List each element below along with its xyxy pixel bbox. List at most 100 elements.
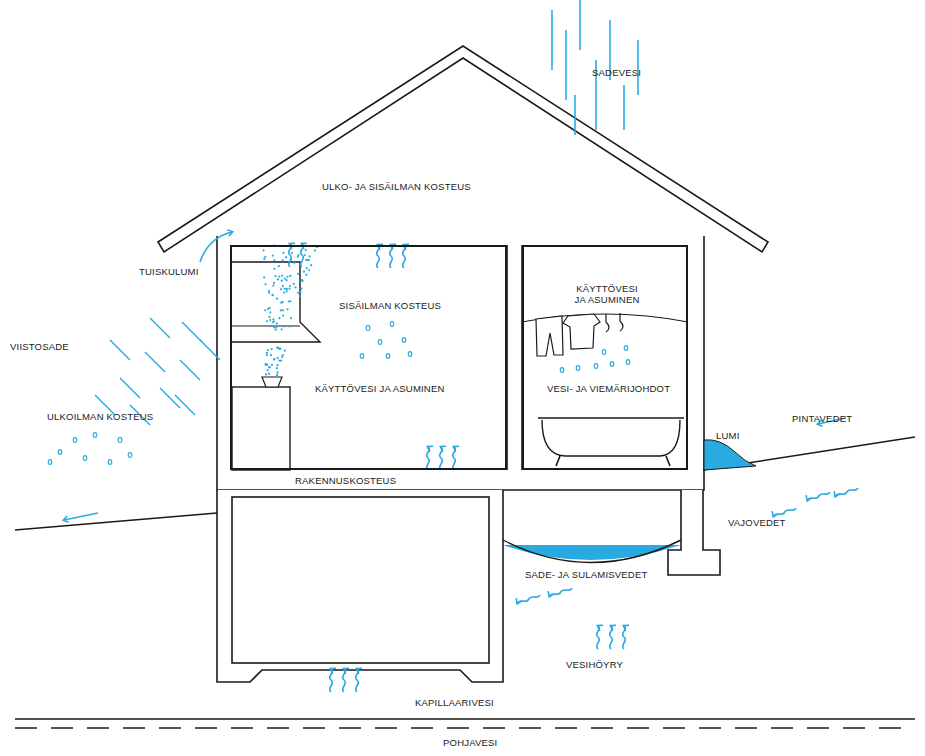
steam-dot — [267, 369, 269, 371]
snow-drift-arrow — [200, 232, 232, 262]
moisture-source-label: ULKO- JA SISÄILMAN KOSTEUS — [322, 181, 471, 192]
steam-dot — [305, 259, 307, 261]
room-label: VESI- JA VIEMÄRIJOHDOT — [547, 383, 682, 394]
steam-dot — [269, 366, 271, 368]
steam-dot — [275, 329, 277, 331]
house-walls — [217, 236, 704, 490]
room-label: SISÄILMAN KOSTEUS — [339, 300, 459, 311]
steam-dot — [266, 354, 268, 356]
driving-rain-stroke — [120, 378, 140, 398]
steam-dot — [303, 271, 305, 273]
rain-stroke — [565, 30, 567, 100]
ground-line — [15, 513, 217, 530]
steam-dot — [309, 255, 311, 257]
moisture-drop — [378, 340, 382, 345]
driving-rain-stroke — [180, 360, 200, 380]
driving-rain-stroke — [110, 340, 130, 360]
steam-dot — [275, 327, 277, 329]
steam-dot — [299, 291, 301, 293]
steam-dot — [305, 274, 307, 276]
steam-dot — [266, 320, 268, 322]
steam-dot — [264, 256, 266, 258]
steam-dot — [281, 328, 283, 330]
moisture-source-label: RAKENNUSKOSTEUS — [295, 475, 396, 486]
steam-dot — [297, 256, 299, 258]
steam-dot — [276, 298, 278, 300]
steam-dot — [282, 314, 284, 316]
driving-rain-stroke — [145, 352, 165, 372]
steam-dot — [282, 354, 284, 356]
steam-dot — [273, 326, 275, 328]
steam-dot — [272, 318, 274, 320]
steam-dot — [268, 373, 270, 375]
steam-dot — [284, 349, 286, 351]
steam-dot — [272, 285, 274, 287]
driving-rain-stroke — [200, 340, 220, 360]
steam-dot — [269, 319, 271, 321]
moisture-source-label: VESIHÖYRY — [566, 659, 623, 670]
moisture-source-label: LUMI — [716, 430, 740, 441]
steam-dot — [262, 249, 264, 251]
rain-stroke — [579, 0, 581, 50]
trousers — [536, 316, 563, 356]
steam-dot — [285, 279, 287, 281]
steam-dot — [308, 259, 310, 261]
steam-dot — [281, 356, 283, 358]
moisture-drop — [594, 364, 598, 369]
moisture-drop — [624, 346, 628, 351]
steam-dot — [301, 280, 303, 282]
steam-dot — [269, 311, 271, 313]
steam-dot — [273, 320, 275, 322]
steam-dot — [280, 302, 282, 304]
steam-dot — [282, 252, 284, 254]
steam-dot — [278, 317, 280, 319]
steam-dot — [289, 300, 291, 302]
basement — [217, 490, 503, 682]
steam-dot — [267, 349, 269, 351]
steam-dot — [268, 290, 270, 292]
steam-dot — [305, 249, 307, 251]
steam-dot — [308, 269, 310, 271]
moisture-drop — [93, 433, 97, 438]
driving-rain-stroke — [175, 395, 195, 415]
driving-rain-stroke — [182, 322, 202, 342]
steam-dot — [286, 288, 288, 290]
moisture-drop — [58, 450, 62, 455]
steam-dot — [281, 280, 283, 282]
moisture-source-label: SADE- JA SULAMISVEDET — [525, 569, 647, 580]
seepage-arrows — [517, 487, 858, 604]
pot — [262, 377, 282, 387]
steam-dot — [265, 363, 267, 365]
steam-dot — [277, 357, 279, 359]
steam-dot — [282, 285, 284, 287]
steam-dot — [263, 258, 265, 260]
steam-dot — [283, 291, 285, 293]
steam-dot — [304, 254, 306, 256]
moisture-source-label: KAPILLAARIVESI — [415, 697, 494, 708]
groundwater-line — [15, 718, 915, 719]
steam-dot — [272, 294, 274, 296]
steam-dot — [266, 352, 268, 354]
rain-stroke — [574, 95, 576, 135]
room-label: KÄYTTÖVESI JA ASUMINEN — [570, 283, 644, 306]
steam-dot — [297, 273, 299, 275]
steam-dot — [300, 288, 302, 290]
steam-dot — [284, 325, 286, 327]
socks — [606, 313, 623, 332]
steam-dot — [265, 373, 267, 375]
steam-dot — [278, 265, 280, 267]
moisture-drop — [128, 453, 132, 458]
steam-dot — [286, 308, 288, 310]
moisture-drop — [48, 460, 52, 465]
steam-dot — [276, 367, 278, 369]
steam-dot — [301, 279, 303, 281]
steam-dot — [273, 359, 275, 361]
steam-dot — [273, 259, 275, 261]
steam-dot — [282, 309, 284, 311]
snow-pile — [704, 440, 756, 470]
steam-dot — [277, 347, 279, 349]
moisture-drop — [360, 354, 364, 359]
steam-dot — [306, 267, 308, 269]
steam-dot — [271, 294, 273, 296]
steam-dot — [280, 288, 282, 290]
